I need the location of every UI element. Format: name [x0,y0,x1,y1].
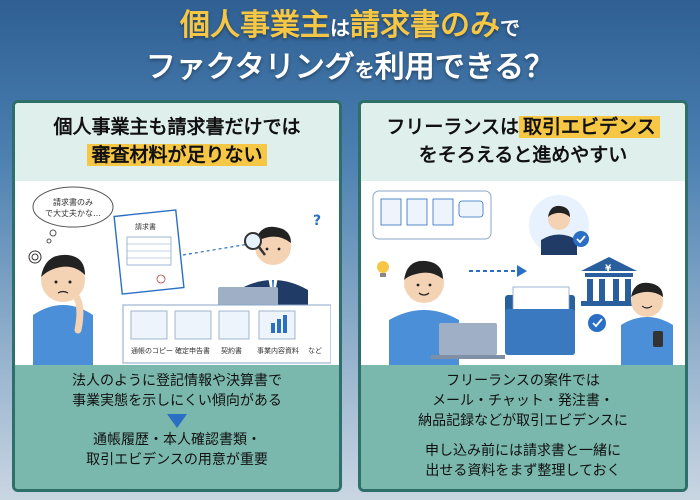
magnifier-icon [244,232,266,256]
title-particle-2: で [500,16,520,40]
right-body-line1: フリーランスの案件では [446,373,600,389]
phone-icon [653,331,663,347]
lightbulb-icon [377,261,389,277]
left-panel-heading: 個人事業主も請求書だけでは 審査材料が足りない [15,103,339,181]
right-heading-pre: フリーランスは [386,116,519,138]
doc-label-contract: 契約書 [221,346,242,355]
right-panel-body: フリーランスの案件では メール・チャット・発注書・ 納品記録などが取引エビデンス… [361,365,685,489]
title-word-usable: 利用できる？ [374,50,555,85]
doc-label-passbook: 通帳のコピー [131,346,173,355]
bubble-line1: 請求書のみ [53,197,93,207]
right-heading-highlight: 取引エビデンス [519,116,660,138]
check-icon [588,314,606,332]
bank-icon: ¥ [581,257,637,332]
left-body-line3: 通帳履歴・本人確認書類・ [93,432,261,448]
doc-label-etc: など [308,347,322,355]
title-highlight-2: 請求書のみ [350,8,500,43]
right-body-line3: 納品記録などが取引エビデンスに [418,413,628,429]
doc-tax-return: 確定申告書 [174,310,212,355]
yen-mark: ¥ [605,264,612,274]
arrow-right-icon [469,265,527,277]
right-panel: フリーランスは取引エビデンス をそろえると進めやすい [358,100,688,492]
left-panel: 個人事業主も請求書だけでは 審査材料が足りない 請求書のみ で大丈夫かな… [12,100,342,492]
doc-business-material: 事業内容資料 [257,310,299,355]
doc-label-business-material: 事業内容資料 [257,346,299,355]
right-heading-line2: をそろえると進めやすい [418,144,628,166]
page-title: 個人事業主は請求書のみで ファクタリングを利用できる？ [0,6,700,90]
doc-label-tax-return: 確定申告書 [175,346,210,355]
question-mark-icon: ? [313,213,321,229]
left-heading-line1: 個人事業主も請求書だけでは [53,116,301,138]
check-icon [573,231,589,247]
title-word-factoring: ファクタリング [145,50,355,85]
spiral-icon [28,250,42,264]
title-particle-1: は [330,16,350,40]
left-body-line2: 事業実態を示しにくい傾向がある [72,393,282,409]
bubble-line2: で大丈夫かな… [45,208,101,218]
folder-icon [505,286,575,355]
arrow-down-icon [167,414,187,428]
right-body-line5: 出せる資料をまず整理しておく [425,463,621,479]
worried-person-icon [28,250,93,365]
title-particle-3: を [354,58,375,82]
right-body-line2: メール・チャット・発注書・ [432,393,614,409]
document-strip: 通帳のコピー 確定申告書 契約書 事業内容資料 など [122,304,331,364]
evidence-bubble [372,190,492,240]
invoice-document: 請求書 [113,209,185,295]
left-heading-line2: 審査材料が足りない [87,144,267,166]
invoice-label: 請求書 [135,222,156,231]
right-body-line4: 申し込み前には請求書と一緒に [425,443,621,459]
left-illustration: 請求書のみ で大丈夫かな… 請求書 [28,186,331,365]
left-body-line1: 法人のように登記情報や決算書で [72,373,282,389]
title-highlight-1: 個人事業主 [180,8,330,43]
right-illustration: ¥ [372,190,673,365]
left-body-line4: 取引エビデンスの用意が重要 [86,452,268,468]
laptop-icon [431,323,505,359]
left-panel-body: 法人のように登記情報や決算書で 事業実態を示しにくい傾向がある 通帳履歴・本人確… [15,365,339,489]
connection-dash [182,242,256,256]
reviewer-person-icon [529,195,589,255]
right-panel-heading: フリーランスは取引エビデンス をそろえると進めやすい [361,103,685,181]
thought-bubble: 請求書のみ で大丈夫かな… [32,186,114,244]
doc-contract: 契約書 [218,310,250,355]
smiling-person-icon [621,282,673,365]
doc-passbook: 通帳のコピー [130,310,173,355]
